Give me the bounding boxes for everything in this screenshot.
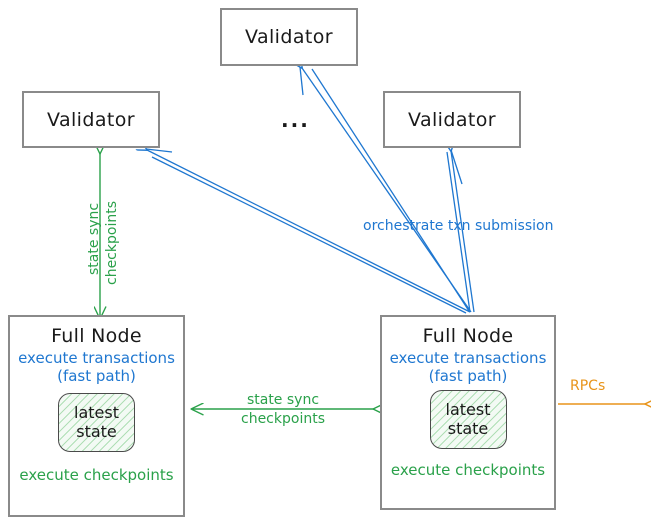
full-node-right-blue-line-1: execute transactions — [389, 349, 547, 367]
validator-top-label: Validator — [245, 26, 333, 48]
label-state-sync-vertical-line-2: checkpoints — [104, 201, 120, 285]
validator-box-right[interactable]: Validator — [383, 91, 521, 148]
latest-state-left-line-1: latest — [74, 403, 119, 423]
full-node-left-blue-line-2: (fast path) — [57, 366, 136, 385]
latest-state-right-line-2: state — [447, 418, 489, 438]
validator-left-label: Validator — [47, 108, 135, 131]
full-node-right-green-text: execute checkpoints — [390, 461, 546, 480]
latest-state-box-right[interactable]: latest state — [429, 390, 507, 450]
edge-fullnode-to-validator-right — [447, 150, 475, 313]
full-node-box-right[interactable]: Full Node execute transactions (fast pat… — [380, 315, 556, 510]
full-node-box-left[interactable]: Full Node execute transactions (fast pat… — [8, 315, 185, 517]
latest-state-box-left[interactable]: latest state — [58, 393, 135, 453]
validator-box-left[interactable]: Validator — [22, 91, 160, 148]
edge-fullnode-to-validator-left — [146, 149, 471, 314]
full-node-left-blue-text: execute transactions (fast path) — [18, 349, 175, 385]
latest-state-right-line-1: latest — [445, 400, 491, 420]
edge-fullnode-to-validator-top — [300, 67, 472, 313]
label-state-sync-vertical-line-1: state sync — [86, 202, 102, 275]
full-node-left-blue-line-1: execute transactions — [18, 349, 175, 367]
label-state-sync-horizontal-line-2: checkpoints — [241, 411, 325, 427]
validator-box-top[interactable]: Validator — [220, 8, 358, 66]
full-node-right-blue-text: execute transactions (fast path) — [389, 349, 547, 385]
label-state-sync-horizontal-line-1: state sync — [246, 392, 320, 408]
full-node-left-title: Full Node — [51, 325, 142, 347]
full-node-left-green-text: execute checkpoints — [19, 466, 174, 485]
full-node-right-title: Full Node — [422, 325, 514, 347]
label-rpcs: RPCs — [570, 378, 606, 394]
validator-right-label: Validator — [408, 108, 496, 131]
full-node-right-blue-line-2: (fast path) — [428, 366, 508, 385]
label-orchestrate-txn-submission: orchestrate txn submission — [363, 218, 554, 234]
validators-ellipsis: ... — [281, 108, 310, 132]
latest-state-left-line-2: state — [76, 421, 117, 441]
